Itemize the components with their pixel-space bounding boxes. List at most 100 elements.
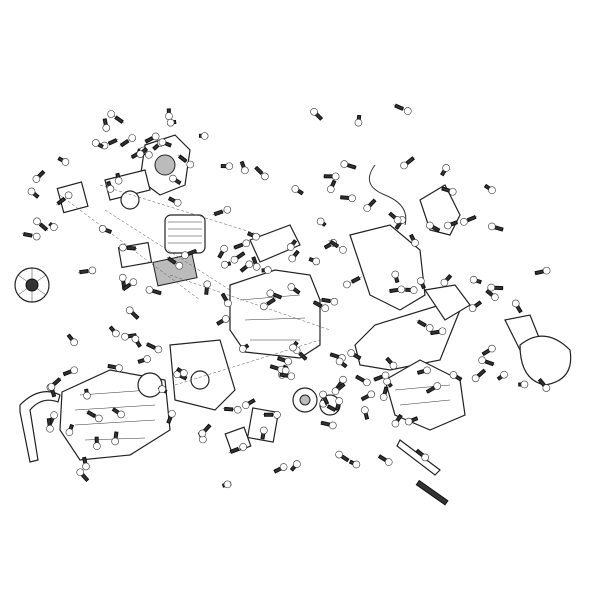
screw-icon	[266, 297, 276, 306]
part-callout	[411, 239, 419, 247]
assembly-line	[99, 184, 261, 236]
screw-icon	[493, 225, 504, 232]
part-callout	[223, 480, 232, 489]
part-callout	[241, 166, 249, 175]
part-callout	[391, 419, 400, 428]
part-callout	[331, 387, 340, 396]
part-callout	[343, 280, 351, 289]
screw-icon	[323, 174, 333, 179]
part-callout	[511, 299, 520, 308]
screw-icon	[213, 209, 224, 217]
screw-icon	[350, 276, 361, 284]
part-callout	[291, 185, 300, 193]
cylinder	[117, 214, 206, 287]
part-callout	[319, 390, 327, 399]
part-callout	[331, 172, 340, 181]
screw-icon	[224, 406, 234, 412]
part-callout	[220, 260, 229, 269]
screw-icon	[373, 374, 384, 382]
part-callout	[169, 174, 177, 183]
part-callout	[312, 257, 321, 266]
part-callout	[145, 286, 154, 294]
screw-icon	[494, 285, 504, 291]
part-callout	[145, 151, 153, 159]
part-callout	[83, 391, 91, 400]
screw-icon	[320, 420, 331, 427]
part-callout	[245, 260, 254, 269]
part-callout	[166, 118, 175, 127]
part-callout	[542, 384, 551, 392]
callouts-layer	[21, 103, 551, 489]
part-callout	[115, 364, 123, 372]
screw-icon	[484, 359, 495, 367]
part-callout	[327, 185, 335, 193]
screw-icon	[119, 138, 130, 148]
screw-icon	[476, 368, 487, 378]
part-callout	[242, 239, 251, 248]
part-callout	[284, 357, 292, 366]
screw-icon	[263, 412, 274, 417]
part-callout	[468, 304, 477, 312]
wire	[368, 164, 407, 226]
screw-icon	[329, 239, 340, 249]
part-callout	[70, 366, 79, 375]
part-callout	[471, 374, 480, 383]
part-callout	[433, 382, 442, 390]
part-callout	[50, 223, 58, 231]
screw-icon	[229, 446, 240, 454]
part-callout	[33, 217, 41, 226]
part-callout	[200, 132, 209, 140]
part-callout	[143, 355, 151, 363]
screw-icon	[466, 214, 477, 223]
front-handle	[19, 391, 61, 463]
part-callout	[224, 299, 232, 308]
part-callout	[186, 160, 195, 169]
part-callout	[252, 232, 260, 241]
part-callout	[261, 172, 269, 181]
part-callout	[154, 345, 163, 354]
part-callout	[266, 289, 275, 298]
part-callout	[335, 357, 344, 366]
part-callout	[384, 458, 393, 466]
part-callout	[293, 460, 301, 468]
part-callout	[264, 266, 272, 274]
screw-icon	[79, 268, 89, 275]
part-callout	[520, 380, 529, 389]
crankcase	[56, 134, 191, 214]
screw-icon	[56, 196, 66, 206]
part-callout	[391, 270, 400, 279]
part-callout	[316, 217, 325, 226]
screw-icon	[114, 115, 124, 124]
part-callout	[335, 397, 343, 405]
part-callout	[440, 278, 449, 287]
file-tool	[415, 479, 449, 506]
part-callout	[379, 393, 388, 401]
part-callout	[288, 254, 297, 263]
part-callout	[64, 191, 73, 200]
screw-icon	[389, 287, 399, 294]
part-callout	[417, 277, 425, 285]
screw-icon	[107, 363, 118, 370]
screw-icon	[151, 288, 162, 296]
part-callout	[158, 385, 166, 393]
screw-icon	[233, 242, 244, 250]
part-callout	[389, 361, 398, 370]
part-callout	[175, 261, 184, 270]
part-callout	[352, 460, 361, 469]
part-callout	[500, 370, 508, 379]
part-callout	[348, 194, 356, 203]
part-callout	[330, 297, 339, 306]
part-callout	[114, 176, 123, 185]
guide-bar-strap	[396, 439, 441, 476]
screw-icon	[321, 297, 331, 304]
flywheel	[14, 267, 50, 303]
part-callout	[32, 175, 41, 183]
part-callout	[239, 443, 247, 451]
part-callout	[404, 417, 413, 426]
part-callout	[238, 345, 247, 353]
part-callout	[361, 406, 369, 414]
part-callout	[363, 378, 371, 387]
screw-icon	[254, 165, 264, 175]
part-callout	[82, 462, 90, 471]
part-callout	[367, 390, 376, 399]
